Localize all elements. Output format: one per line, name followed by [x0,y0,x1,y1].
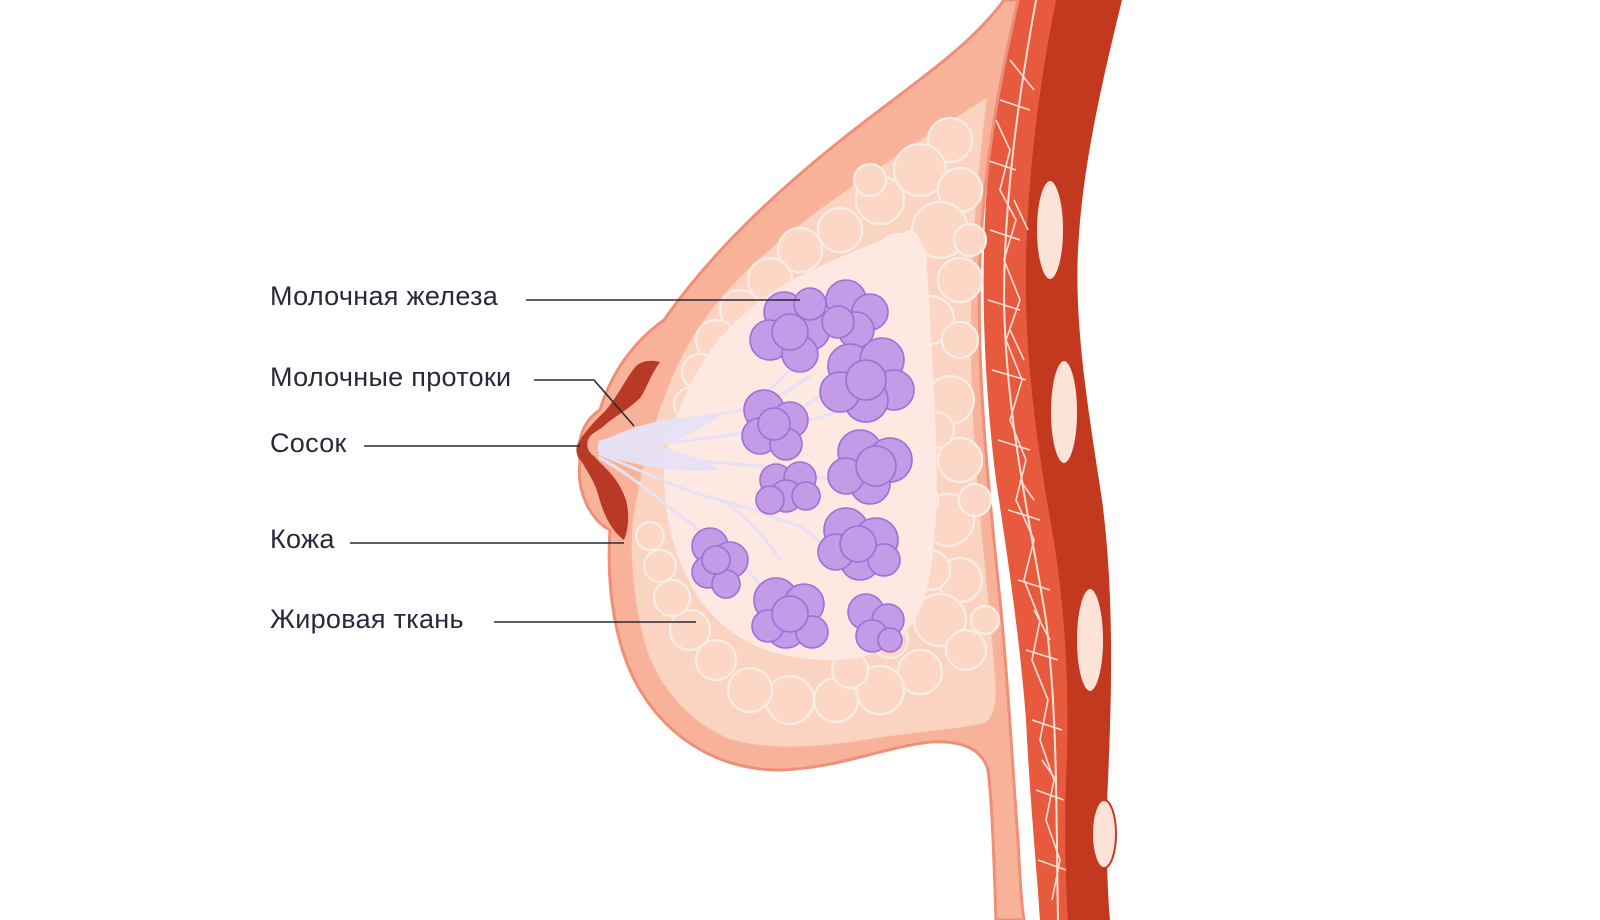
label-milk-ducts: Молочные протоки [270,362,511,392]
rib [1035,179,1065,281]
labels: Молочная железа Молочные протоки Сосок К… [270,281,800,634]
label-nipple: Сосок [270,428,347,458]
lobule-cluster [741,389,809,461]
lobule-cluster [691,527,749,599]
lobule-cluster [821,279,889,349]
rib [1091,799,1117,869]
lobule-cluster [827,429,913,505]
chest-wall [983,0,1122,920]
duct-sinus [598,415,720,472]
rib [1075,587,1105,693]
label-skin: Кожа [270,524,335,554]
mammary-gland-lobules [691,279,915,653]
lobule-cluster [755,461,821,515]
label-mammary-gland: Молочная железа [270,281,499,311]
lobule-cluster [819,337,915,423]
nipple [576,360,660,540]
ribs [1035,179,1117,869]
lobule-cluster [751,577,829,649]
leader-milk-ducts [534,379,635,427]
fascia-line [1002,0,1059,920]
lobule-cluster [817,507,901,581]
lobule-cluster [749,287,831,373]
label-fat-tissue: Жировая ткань [270,604,464,634]
rib [1049,359,1079,465]
lobule-cluster [847,593,905,653]
